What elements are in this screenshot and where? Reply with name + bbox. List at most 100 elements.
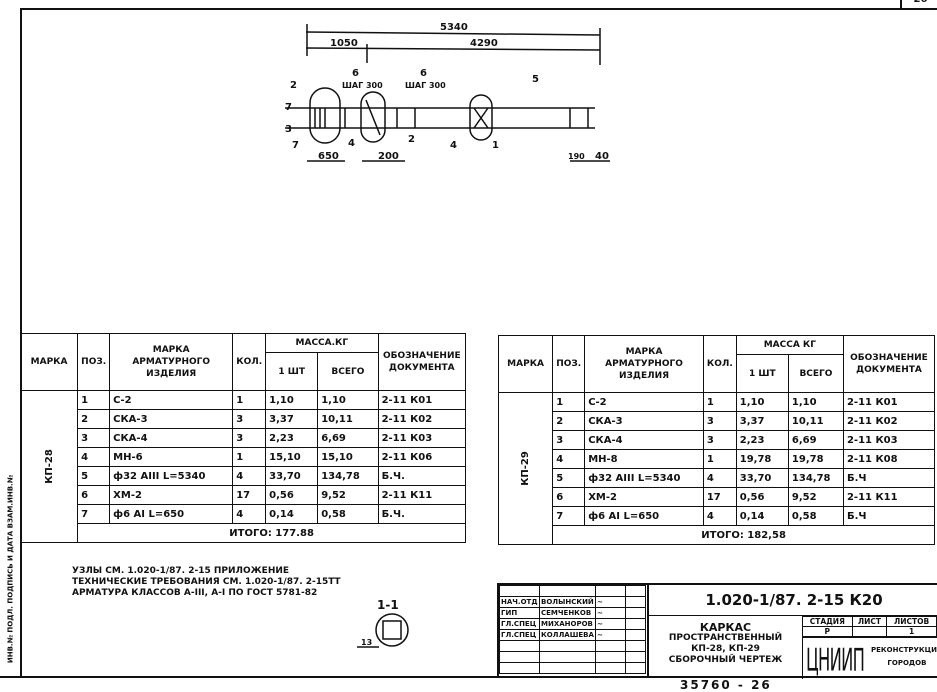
cell-item: ХМ-2 (109, 485, 234, 505)
cell-total: 1,10 (317, 390, 379, 410)
cell-total: 6,69 (787, 430, 844, 450)
cell-unit: 33,70 (265, 466, 319, 486)
cell-total: 134,78 (317, 466, 379, 486)
cell-qty: 4 (702, 506, 737, 526)
cell-doc: 2-11 К01 (377, 390, 467, 410)
cell-doc: 2-11 К11 (842, 487, 936, 507)
cell-doc: 2-11 К03 (842, 430, 936, 450)
drawing-title: КАРКАС ПРОСТРАНСТВЕННЫЙ КП-28, КП-29 СБО… (647, 616, 802, 678)
cell-qty: 4 (232, 504, 267, 524)
cell-pos: 4 (77, 447, 111, 467)
cell-total: 9,52 (787, 487, 844, 507)
cell-pos: 1 (77, 390, 111, 410)
cell-pos: 5 (552, 468, 586, 488)
page-number: 26 (900, 0, 937, 10)
cell-pos: 7 (552, 506, 586, 526)
cell-qty: 1 (702, 392, 737, 412)
cell-item: СКА-3 (109, 409, 234, 429)
cell-qty: 3 (702, 430, 737, 450)
organization-logo: ЦНИИП РЕКОНСТРУКЦИИ ГОРОДОВ (802, 637, 937, 679)
header-item-mark: МАРКА АРМАТУРНОГО ИЗДЕЛИЯ (109, 333, 234, 391)
cell-item: ф6 АI L=650 (584, 506, 704, 526)
cell-pos: 6 (77, 485, 111, 505)
cell-pos: 3 (552, 430, 586, 450)
callout-7b: 7 (292, 140, 299, 151)
cell-unit: 2,23 (265, 428, 319, 448)
callout-2b: 2 (408, 134, 415, 145)
callout-3: 3 (285, 124, 292, 135)
stage-value: Р (802, 626, 853, 637)
cell-total: 19,78 (787, 449, 844, 469)
cell-pos: 7 (77, 504, 111, 524)
header-pos: ПОЗ. (77, 333, 111, 391)
cell-pos: 3 (77, 428, 111, 448)
sig-role: ГИП (499, 607, 540, 619)
cell-unit: 0,14 (265, 504, 319, 524)
cell-qty: 1 (702, 449, 737, 469)
cell-item: СКА-4 (584, 430, 704, 450)
cell-item: МН-6 (109, 447, 234, 467)
cell-doc: 2-11 К02 (377, 409, 467, 429)
cell-pos: 2 (77, 409, 111, 429)
dim-200: 200 (378, 151, 399, 162)
cell-unit: 1,10 (265, 390, 319, 410)
cell-item: МН-8 (584, 449, 704, 469)
callout-1: 1 (492, 140, 499, 151)
header-mark: МАРКА (19, 333, 79, 391)
cell-qty: 3 (232, 409, 267, 429)
cell-item: С-2 (109, 390, 234, 410)
archive-number: 35760 - 26 (680, 678, 772, 692)
cell-unit: 33,70 (735, 468, 789, 488)
org-sub-1: РЕКОНСТРУКЦИИ (871, 646, 937, 654)
cell-qty: 4 (232, 466, 267, 486)
header-per-unit: 1 ШТ (265, 352, 319, 391)
sig-role: НАЧ.ОТД (499, 596, 540, 608)
cell-doc: Б.Ч (842, 468, 936, 488)
sheets-value: 1 (886, 626, 937, 637)
cell-pos: 2 (552, 411, 586, 431)
cell-pos: 1 (552, 392, 586, 412)
cell-unit: 19,78 (735, 449, 789, 469)
cell-unit: 1,10 (735, 392, 789, 412)
title-line: СБОРОЧНЫЙ ЧЕРТЕЖ (668, 655, 783, 665)
header-mass: МАССА КГ (735, 334, 844, 356)
callout-2: 2 (290, 80, 297, 91)
sig-name: МИХАНОРОВ (539, 618, 596, 630)
cell-total: 134,78 (787, 468, 844, 488)
header-total: ВСЕГО (787, 354, 844, 393)
header-pos: ПОЗ. (552, 335, 586, 393)
side-stamp-text: ИНВ.№ ПОДЛ. ПОДПИСЬ И ДАТА ВЗАМ.ИНВ.№ (6, 474, 15, 664)
callout-4b: 4 (450, 140, 457, 151)
dim-right: 4290 (470, 38, 498, 49)
dim-total: 5340 (440, 22, 468, 33)
sig-role: ГЛ.СПЕЦ (499, 618, 540, 630)
org-sub-2: ГОРОДОВ (887, 659, 927, 667)
sig-name: СЕМЧЕНКОВ (539, 607, 596, 619)
section-label: 1-1 (377, 598, 399, 612)
header-doc: ОБОЗНАЧЕНИЕ ДОКУМЕНТА (377, 333, 467, 391)
cell-total: 10,11 (317, 409, 379, 429)
cell-total: 9,52 (317, 485, 379, 505)
signature-icon: ~ (595, 629, 626, 641)
dim-190: 190 (568, 152, 585, 161)
callout-5: 5 (532, 74, 539, 85)
cell-item: ф32 АIII L=5340 (584, 468, 704, 488)
dim-left: 1050 (330, 38, 358, 49)
cell-doc: 2-11 К08 (842, 449, 936, 469)
dimension-lines (305, 24, 601, 65)
signature-icon: ~ (595, 618, 626, 630)
cell-total: 10,11 (787, 411, 844, 431)
cell-doc: 2-11 К06 (377, 447, 467, 467)
cell-total: 15,10 (317, 447, 379, 467)
